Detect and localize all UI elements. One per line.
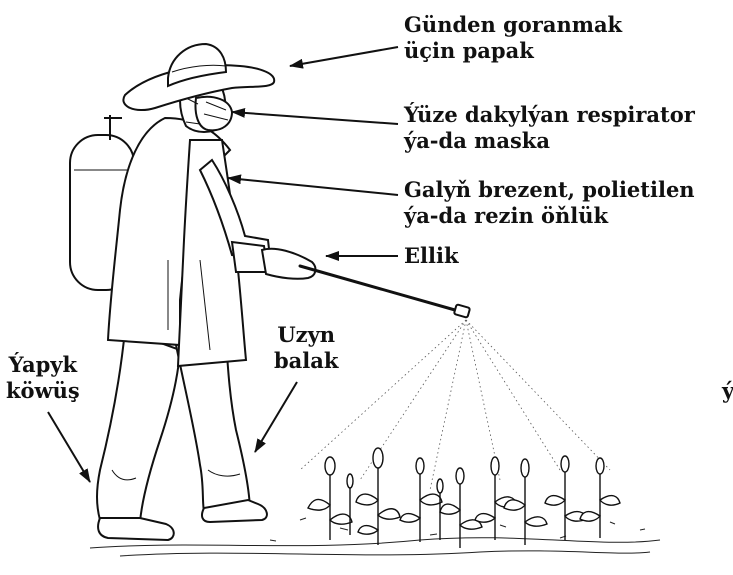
label-pants-line1: Uzyn <box>274 322 338 348</box>
arrow-apron <box>228 178 398 195</box>
label-pants: Uzyn balak <box>274 322 338 374</box>
label-glove-line1: Ellik <box>404 243 459 269</box>
label-apron: Galyň brezent, polietilen ýa-da rezin öň… <box>404 177 695 229</box>
arrow-pants <box>255 382 297 452</box>
label-mask: Ýüze dakylýan respirator ýa-da maska <box>404 102 695 154</box>
label-shoes: Ýapyk köwüş <box>6 352 80 404</box>
label-hat-line2: üçin papak <box>404 38 622 64</box>
seedlings <box>308 448 620 548</box>
label-apron-line1: Galyň brezent, polietilen <box>404 177 695 203</box>
label-pants-line2: balak <box>274 348 338 374</box>
arrow-mask <box>232 112 398 124</box>
label-cut-fragment: ý <box>722 378 733 404</box>
label-mask-line1: Ýüze dakylýan respirator <box>404 102 695 128</box>
spray-lance <box>300 266 470 318</box>
label-shoes-line1: Ýapyk <box>6 352 80 378</box>
label-cut-line1: ý <box>722 378 733 404</box>
glove <box>262 249 315 279</box>
label-hat: Günden goranmak üçin papak <box>404 12 622 64</box>
label-apron-line2: ýa-da rezin öňlük <box>404 203 695 229</box>
arrow-shoes <box>48 412 90 482</box>
label-hat-line1: Günden goranmak <box>404 12 622 38</box>
label-shoes-line2: köwüş <box>6 378 80 404</box>
label-mask-line2: ýa-da maska <box>404 128 695 154</box>
arrow-hat <box>290 47 398 66</box>
label-glove: Ellik <box>404 243 459 269</box>
